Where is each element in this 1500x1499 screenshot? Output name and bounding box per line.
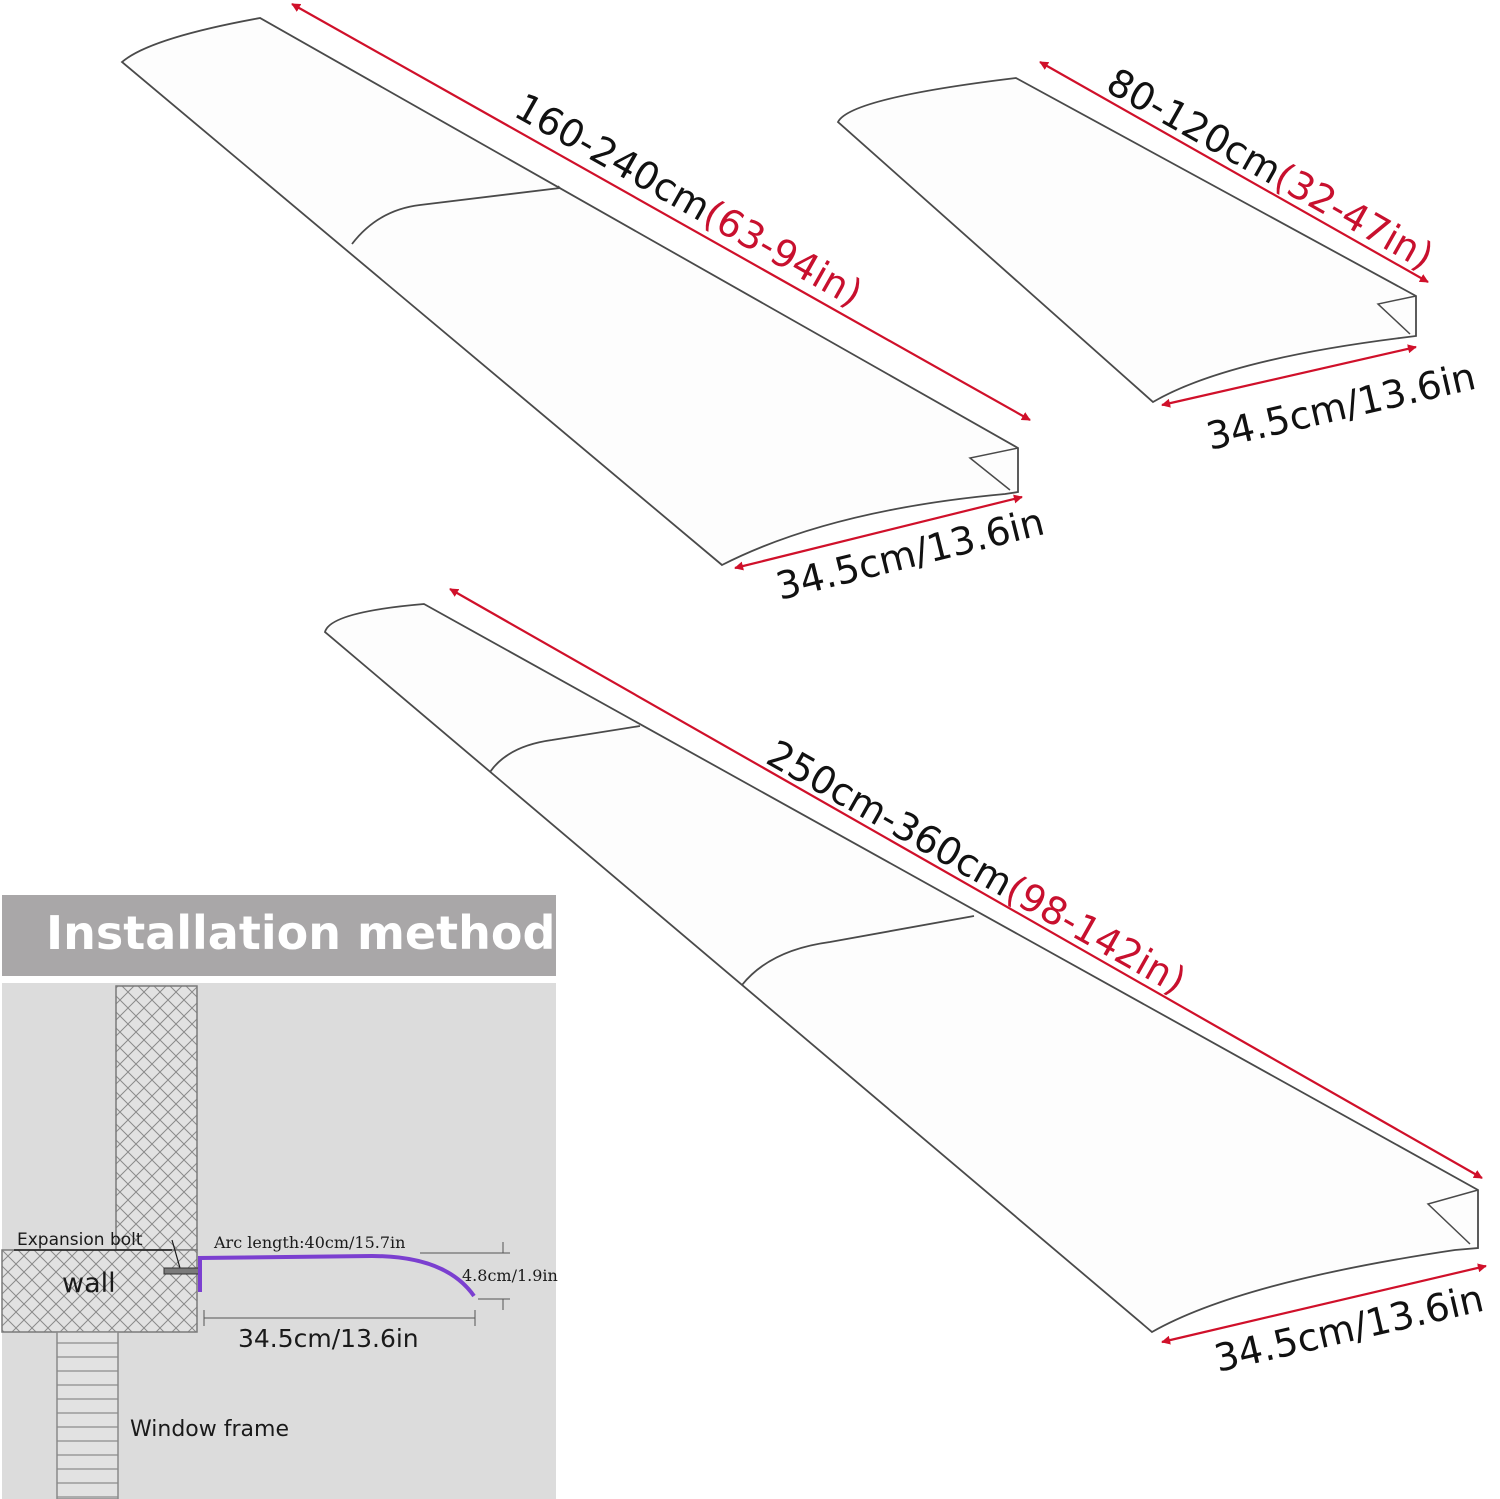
wall-block (1, 1249, 198, 1333)
installation-panel: Installation method Expansion bolt wall … (1, 895, 558, 1499)
expansion-bolt-leader-drop (171, 1239, 181, 1269)
guard-1-lip (968, 447, 1019, 491)
guard-2-width-label: 34.5cm/13.6in (1202, 354, 1479, 459)
window-frame-column (56, 1331, 119, 1499)
guard-profile-arc (198, 1253, 476, 1298)
expansion-bolt-icon (163, 1267, 201, 1275)
window-frame-label: Window frame (130, 1417, 289, 1442)
guard-2-outline (836, 77, 1417, 404)
guard-3-width-arrow (1161, 1263, 1487, 1345)
guard-3-length-arrow (449, 588, 1483, 1179)
guard-3-lip (1426, 1189, 1479, 1245)
height-label: 4.8cm/1.9in (462, 1266, 558, 1285)
wall-label: wall (62, 1268, 116, 1299)
product-guard-2: 80-120cm(32-47in) 34.5cm/13.6in (836, 60, 1480, 459)
wall-column (115, 985, 198, 1251)
guard-1-length-arrow (291, 3, 1031, 421)
guard-2-lip (1376, 295, 1417, 335)
guard-2-width-arrow (1161, 344, 1417, 408)
guard-1-width-arrow (734, 494, 1023, 571)
installation-title: Installation method (46, 906, 555, 960)
arc-length-label: Arc length:40cm/15.7in (213, 1233, 405, 1252)
depth-label: 34.5cm/13.6in (238, 1324, 419, 1353)
expansion-bolt-label: Expansion bolt (17, 1230, 143, 1250)
guard-2-length-arrow (1039, 61, 1429, 283)
installation-title-bar (2, 895, 556, 976)
